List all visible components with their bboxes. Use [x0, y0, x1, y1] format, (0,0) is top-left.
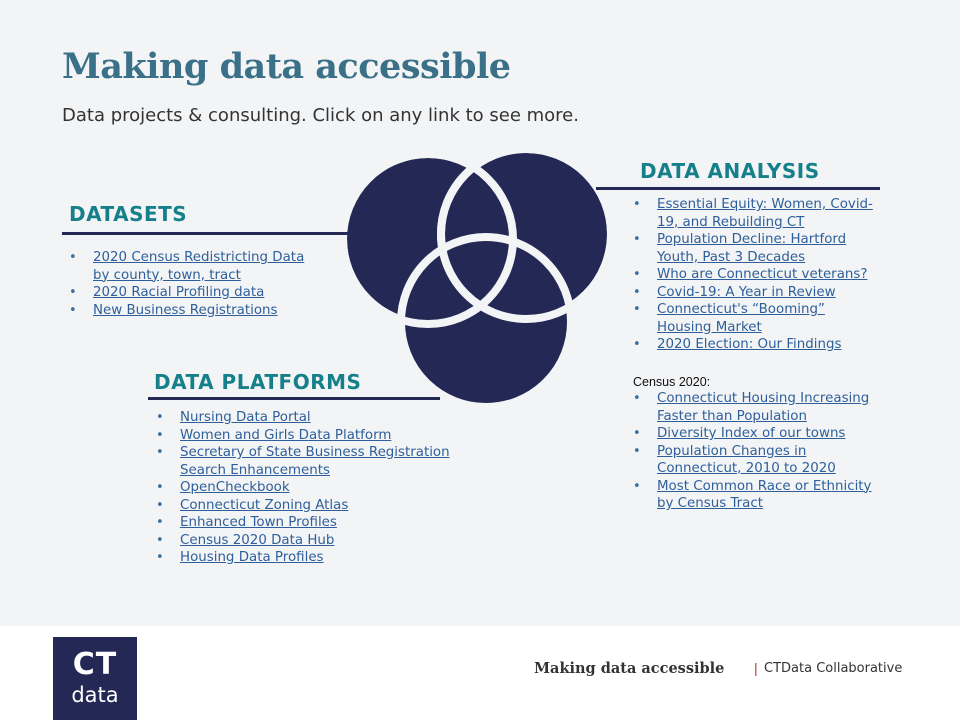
platform-link-secretary-of-state[interactable]: Secretary of State Business Registration…: [180, 445, 450, 478]
list-item: Who are Connecticut veterans?: [627, 266, 917, 284]
platforms-heading: DATA PLATFORMS: [154, 370, 362, 394]
list-item: Housing Data Profiles: [150, 549, 490, 567]
platform-link-nursing[interactable]: Nursing Data Portal: [180, 410, 311, 425]
datasets-heading: DATASETS: [69, 202, 188, 226]
census-2020-label: Census 2020:: [633, 375, 711, 389]
platform-link-town-profiles[interactable]: Enhanced Town Profiles: [180, 515, 337, 530]
footer-org-name: CTData Collaborative: [764, 661, 903, 676]
list-item: Nursing Data Portal: [150, 409, 490, 427]
list-item: Women and Girls Data Platform: [150, 427, 490, 445]
list-item: OpenCheckbook: [150, 479, 490, 497]
platforms-divider: [148, 397, 440, 400]
list-item: 2020 Election: Our Findings: [627, 336, 917, 354]
footer-separator: |: [754, 660, 758, 676]
list-item: Covid-19: A Year in Review: [627, 284, 917, 302]
list-item: Census 2020 Data Hub: [150, 532, 490, 550]
analysis-divider: [596, 187, 880, 190]
platform-link-zoning-atlas[interactable]: Connecticut Zoning Atlas: [180, 497, 349, 513]
census-link-diversity-index[interactable]: Diversity Index of our towns: [657, 426, 846, 441]
platform-link-housing-profiles[interactable]: Housing Data Profiles: [180, 550, 324, 565]
analysis-link-housing-market[interactable]: Connecticut's “Booming”Housing Market: [657, 302, 825, 335]
analysis-heading: DATA ANALYSIS: [640, 159, 820, 183]
platforms-list: Nursing Data Portal Women and Girls Data…: [150, 409, 490, 567]
dataset-link-business-registrations[interactable]: New Business Registrations: [93, 302, 278, 318]
datasets-divider: [62, 232, 354, 235]
analysis-link-election[interactable]: 2020 Election: Our Findings: [657, 337, 842, 352]
footer-tagline: Making data accessible: [534, 660, 725, 677]
dataset-link-racial-profiling[interactable]: 2020 Racial Profiling data: [93, 285, 265, 300]
venn-diagram: [339, 145, 615, 410]
analysis-link-covid-review[interactable]: Covid-19: A Year in Review: [657, 284, 836, 300]
page-subtitle: Data projects & consulting. Click on any…: [62, 105, 579, 126]
list-item: Connecticut Zoning Atlas: [150, 497, 490, 515]
list-item: Enhanced Town Profiles: [150, 514, 490, 532]
platform-link-census-hub[interactable]: Census 2020 Data Hub: [180, 532, 335, 548]
ctdata-logo: CT data: [53, 637, 137, 720]
list-item: Secretary of State Business Registration…: [150, 444, 490, 479]
analysis-list: Essential Equity: Women, Covid-19, and R…: [627, 196, 917, 354]
footer: CT data Making data accessible | CTData …: [0, 626, 960, 720]
list-item: Connecticut's “Booming”Housing Market: [627, 301, 917, 336]
list-item: 2020 Racial Profiling data: [63, 284, 353, 302]
analysis-link-veterans[interactable]: Who are Connecticut veterans?: [657, 267, 868, 282]
page-title: Making data accessible: [62, 46, 511, 87]
list-item: Diversity Index of our towns: [627, 425, 917, 443]
analysis-link-essential-equity[interactable]: Essential Equity: Women, Covid-19, and R…: [657, 197, 873, 230]
platform-link-women-girls[interactable]: Women and Girls Data Platform: [180, 427, 392, 443]
list-item: New Business Registrations: [63, 302, 353, 320]
platform-link-opencheckbook[interactable]: OpenCheckbook: [180, 480, 290, 495]
list-item: Essential Equity: Women, Covid-19, and R…: [627, 196, 917, 231]
